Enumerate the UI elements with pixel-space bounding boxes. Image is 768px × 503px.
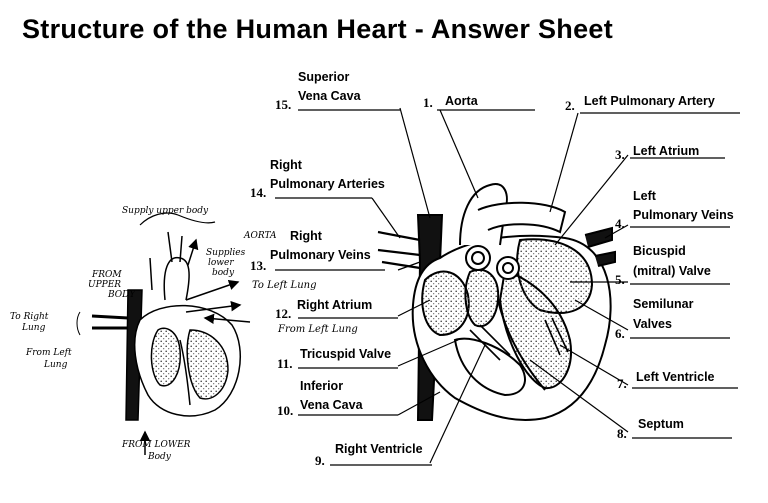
label-right-pulmonary-arteries-1: Right bbox=[270, 158, 302, 172]
label-right-pulmonary-veins-1: Right bbox=[290, 229, 322, 243]
sketch-supplies-lower-body-1: Supplies bbox=[206, 248, 246, 258]
leader-lines bbox=[371, 107, 629, 464]
sketch-from-left-lung-left-1: From Left bbox=[26, 348, 72, 358]
sketch-to-right-lung-1: To Right bbox=[10, 312, 49, 322]
sketch-from-left-lung-right: From Left Lung bbox=[278, 324, 358, 335]
sketch-to-right-lung-2: Lung bbox=[22, 323, 46, 333]
sketch-aorta: AORTA bbox=[244, 231, 277, 241]
label-number: 5. bbox=[615, 272, 625, 287]
label-left-pulmonary-veins-1: Left bbox=[633, 189, 656, 203]
label-right-pulmonary-veins-2: Pulmonary Veins bbox=[270, 248, 371, 262]
label-number: 9. bbox=[315, 453, 325, 468]
label-number: 4. bbox=[615, 216, 625, 231]
label-right-ventricle: Right Ventricle bbox=[335, 442, 423, 456]
label-number: 1. bbox=[423, 95, 433, 110]
label-left-pulmonary-veins-2: Pulmonary Veins bbox=[633, 208, 734, 222]
sketch-to-left-lung: To Left Lung bbox=[252, 280, 317, 291]
label-superior-vena-cava-2: Vena Cava bbox=[298, 89, 361, 103]
page-title: Structure of the Human Heart - Answer Sh… bbox=[22, 14, 614, 44]
label-number: 12. bbox=[275, 306, 292, 321]
label-number: 3. bbox=[615, 147, 625, 162]
label-number: 2. bbox=[565, 98, 575, 113]
label-semilunar-1: Semilunar bbox=[633, 297, 694, 311]
label-number: 15. bbox=[275, 97, 292, 112]
label-left-pulmonary-artery: Left Pulmonary Artery bbox=[584, 94, 715, 108]
label-inferior-vena-cava-2: Vena Cava bbox=[300, 398, 363, 412]
label-right-atrium: Right Atrium bbox=[297, 298, 373, 312]
sketch-from-upper-body-1: FROM bbox=[92, 270, 122, 280]
sketch-heart bbox=[76, 212, 251, 455]
answer-lines bbox=[275, 109, 740, 466]
sketch-supplies-lower-body-3: body bbox=[212, 268, 235, 278]
label-bicuspid-2: (mitral) Valve bbox=[633, 264, 711, 278]
sketch-from-lower-body-2: Body bbox=[148, 452, 171, 462]
label-number: 13. bbox=[250, 258, 267, 273]
sketch-from-upper-body-2: UPPER bbox=[88, 280, 122, 290]
label-aorta: Aorta bbox=[445, 94, 478, 108]
sketch-supplies-lower-body-2: lower bbox=[208, 258, 234, 268]
label-bicuspid-1: Bicuspid bbox=[633, 244, 686, 258]
label-superior-vena-cava-1: Superior bbox=[298, 70, 350, 84]
label-number: 10. bbox=[277, 403, 294, 418]
label-right-pulmonary-arteries-2: Pulmonary Arteries bbox=[270, 177, 385, 191]
label-number: 8. bbox=[617, 426, 627, 441]
label-inferior-vena-cava-1: Inferior bbox=[300, 379, 344, 393]
label-number: 7. bbox=[617, 376, 627, 391]
sketch-supply-upper-body: Supply upper body bbox=[122, 206, 209, 216]
label-number: 11. bbox=[277, 356, 293, 371]
sketch-from-left-lung-left-2: Lung bbox=[44, 360, 68, 370]
sketch-from-upper-body-3: BODY bbox=[108, 290, 136, 300]
label-left-atrium: Left Atrium bbox=[633, 144, 700, 158]
label-left-ventricle: Left Ventricle bbox=[636, 370, 715, 384]
label-number: 6. bbox=[615, 326, 625, 341]
label-number: 14. bbox=[250, 185, 267, 200]
label-tricuspid-valve: Tricuspid Valve bbox=[300, 347, 392, 361]
label-septum: Septum bbox=[638, 417, 684, 431]
sketch-from-lower-body-1: FROM LOWER bbox=[122, 440, 191, 450]
label-semilunar-2: Valves bbox=[633, 317, 672, 331]
